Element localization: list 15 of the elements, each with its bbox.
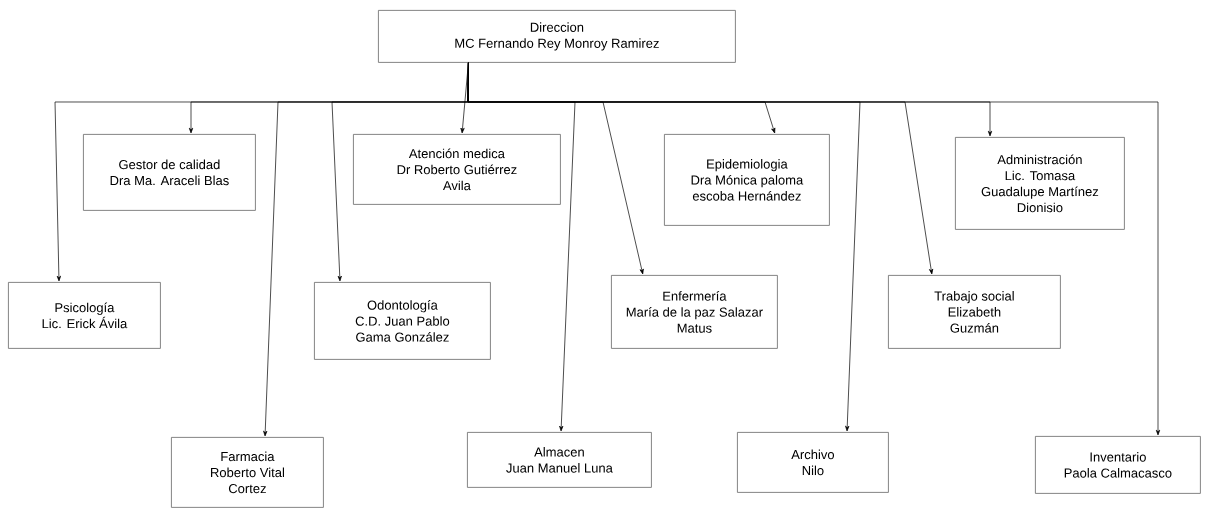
org-box: Archivo Nilo	[737, 432, 889, 493]
org-box: Psicología Lic. Erick Ávila	[8, 282, 161, 349]
org-box: Enfermería María de la paz Salazar Matus	[611, 275, 778, 349]
arrow	[467, 62, 1161, 436]
org-box: Farmacia Roberto Vital Cortez	[171, 437, 324, 508]
org-box: Almacen Juan Manuel Luna	[467, 432, 652, 488]
org-box: Atención medica Dr Roberto Gutiérrez Avila	[353, 134, 561, 205]
org-box: Direccion MC Fernando Rey Monroy Ramirez	[378, 10, 736, 63]
arrow	[460, 62, 469, 134]
org-box: Inventario Paola Calmacasco	[1035, 436, 1201, 494]
org-box: Odontología C.D. Juan Pablo Gama González	[314, 282, 491, 360]
org-box: Administración Lic. Tomasa Guadalupe Martínez Dionisio	[955, 137, 1125, 230]
org-box: Trabajo social Elizabeth Guzmán	[888, 275, 1061, 349]
org-box: Epidemiologia Dra Mónica paloma escoba Hernández	[664, 134, 830, 226]
org-box: Gestor de calidad Dra Ma. Araceli Blas	[83, 134, 256, 211]
